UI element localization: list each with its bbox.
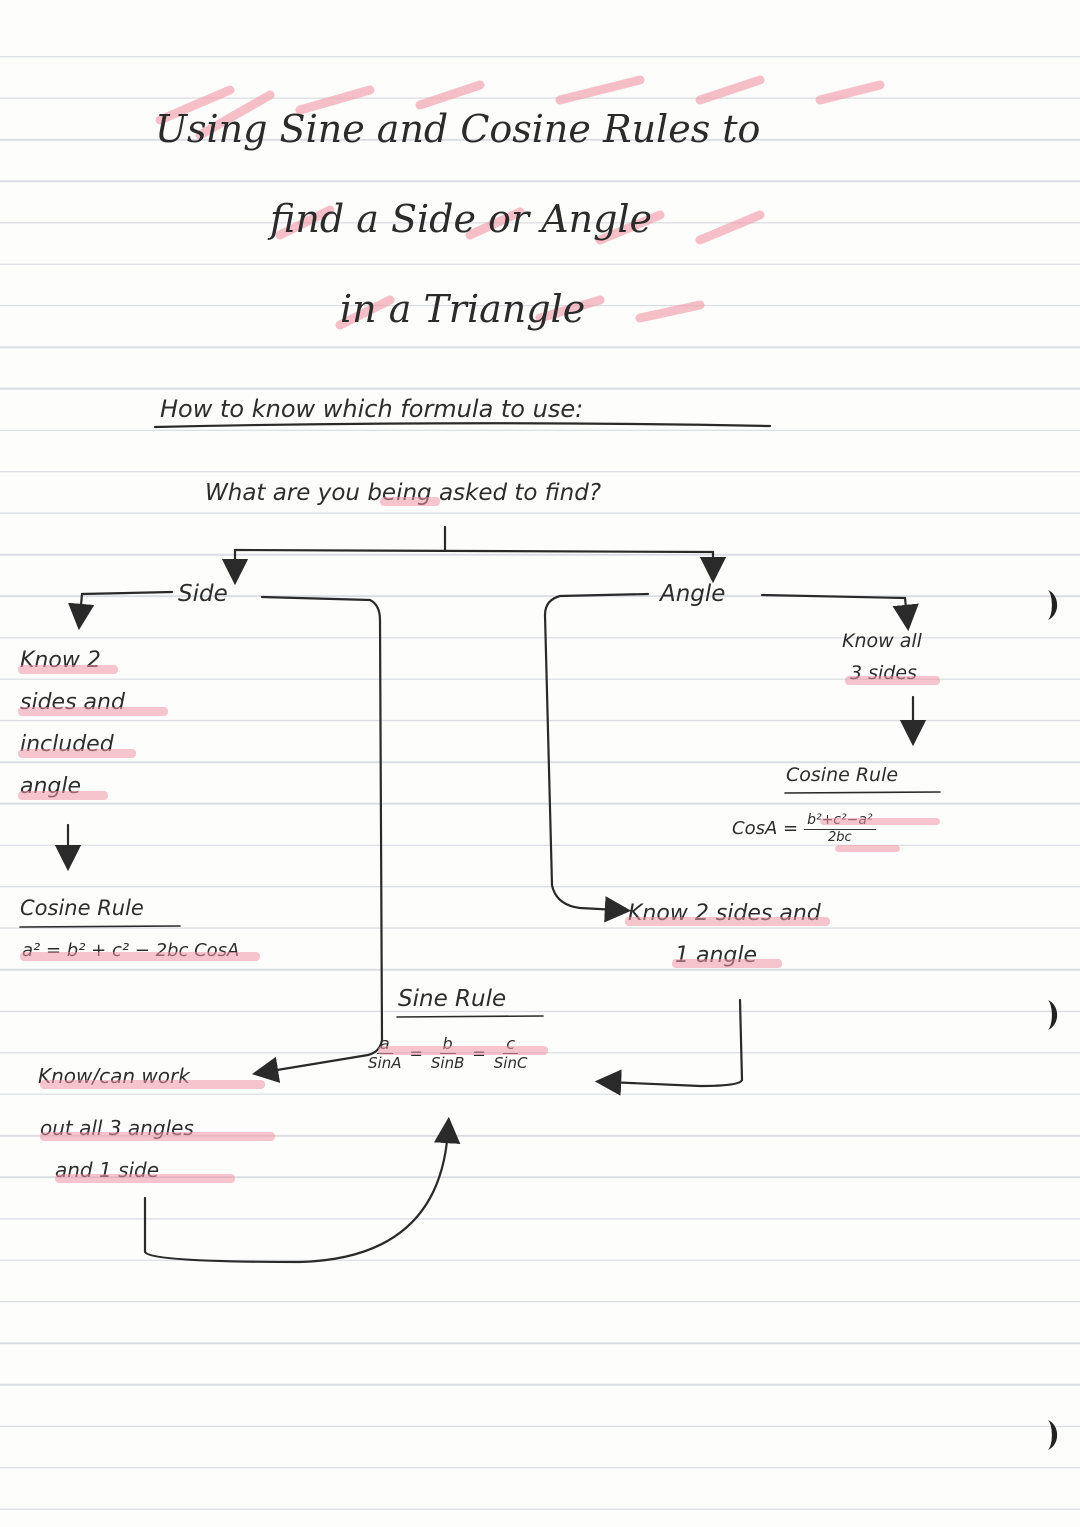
question: What are you being asked to find? <box>205 480 602 506</box>
arrow-angle-to-know2sides <box>543 592 650 923</box>
sine-term-b-den: SinB <box>430 1054 465 1073</box>
angle-label: Angle <box>660 581 726 607</box>
sine-formula-highlight <box>378 1046 548 1055</box>
sine-underline <box>396 1015 544 1018</box>
angle-case1-line1: Know all <box>842 630 922 652</box>
side-case1-highlight-2 <box>18 707 168 716</box>
side-cosine-formula-highlight <box>20 952 260 961</box>
side-case2-highlight-1 <box>40 1080 265 1089</box>
arrow-side-to-know-angles <box>251 595 384 1083</box>
arrow-angle-right <box>760 593 919 632</box>
angle-cosine-den: 2bc <box>827 829 852 845</box>
subtitle-underline <box>153 422 772 429</box>
cosine-right-underline <box>784 791 941 794</box>
cosine-left-underline <box>19 925 181 928</box>
sine-rule-label: Sine Rule <box>398 986 507 1012</box>
question-highlight <box>380 497 440 506</box>
arrow-side-left <box>67 590 174 631</box>
sine-term-c-den: SinC <box>493 1054 528 1073</box>
angle-cosine-highlight-1 <box>820 818 940 825</box>
angle-cosine-lhs: CosA = <box>732 818 799 840</box>
branch-bar <box>233 548 715 554</box>
side-label: Side <box>178 581 228 607</box>
side-case2-highlight-3 <box>55 1174 235 1183</box>
side-case1-highlight-3 <box>18 749 136 758</box>
side-case1-highlight-1 <box>18 665 118 674</box>
sine-term-a-den: SinA <box>368 1054 402 1073</box>
arrow-loop-to-sine <box>143 1116 461 1264</box>
title-line-2: find a Side or Angle <box>270 197 653 241</box>
title-line-1: Using Sine and Cosine Rules to <box>155 107 761 151</box>
binder-holes <box>1048 590 1058 1450</box>
subtitle: How to know which formula to use: <box>160 395 584 423</box>
angle-case2-highlight-2 <box>672 959 782 968</box>
angle-case2-highlight-1 <box>625 917 830 926</box>
angle-cosine-rule-label: Cosine Rule <box>786 764 899 786</box>
title-line-3: in a Triangle <box>340 287 586 331</box>
angle-cosine-fraction: b²+c²−a² 2bc <box>804 812 876 845</box>
arrow-1angle-to-sine <box>594 998 744 1096</box>
angle-case1-highlight <box>845 676 940 685</box>
angle-cosine-formula: CosA = b²+c²−a² 2bc <box>732 812 882 845</box>
side-case2-highlight-2 <box>40 1132 275 1141</box>
side-case1-highlight-4 <box>18 791 108 800</box>
side-cosine-rule-label: Cosine Rule <box>20 896 144 920</box>
angle-cosine-highlight-2 <box>835 845 900 852</box>
